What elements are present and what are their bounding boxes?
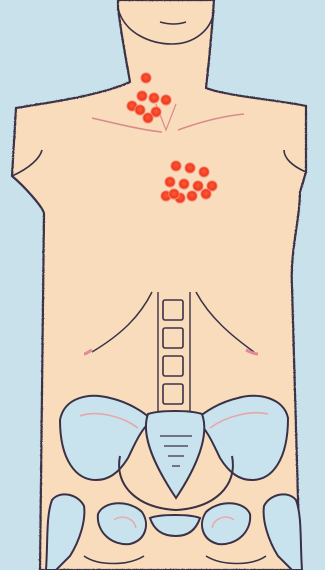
chest-marker-dot xyxy=(179,179,189,189)
neck-marker-dot xyxy=(141,73,151,83)
neck-marker-dot xyxy=(143,113,153,123)
chest-marker-dot xyxy=(165,177,175,187)
chest-marker-dot xyxy=(201,189,211,199)
neck-marker-dot xyxy=(149,93,159,103)
neck-marker-dot xyxy=(137,91,147,101)
chest-marker-dot xyxy=(171,161,181,171)
neck-marker-dot xyxy=(135,105,145,115)
chest-marker-dot xyxy=(187,191,197,201)
neck-marker-dot xyxy=(161,95,171,105)
chest-marker-dot xyxy=(199,167,209,177)
chest-marker-dot xyxy=(169,189,179,199)
chest-marker-dot xyxy=(185,163,195,173)
chest-marker-dot xyxy=(193,181,203,191)
